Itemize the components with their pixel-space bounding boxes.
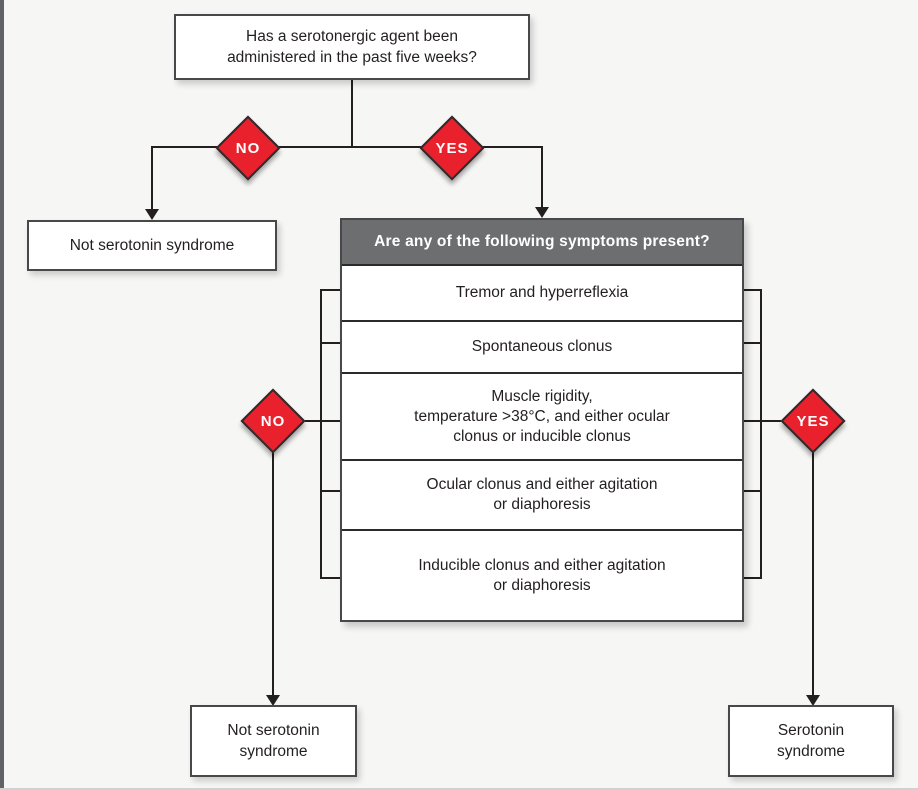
- decision-diamond-no-symptoms: NO: [239, 387, 307, 455]
- decision-diamond-yes-top: YES: [418, 114, 486, 182]
- arrowhead-down-icon: [266, 695, 280, 706]
- connector-no2-down: [272, 452, 274, 696]
- bracket-left-tick: [320, 289, 340, 291]
- bracket-left-tick: [320, 490, 340, 492]
- decision-label: YES: [435, 139, 469, 157]
- outcome-box-not-serotonin-syndrome: Not serotonin syndrome: [27, 220, 277, 271]
- symptom-row-muscle-rigidity: Muscle rigidity, temperature >38°C, and …: [342, 372, 742, 459]
- bracket-right-tick: [742, 289, 762, 291]
- outcome-box-not-serotonin-syndrome-2: Not serotonin syndrome: [190, 705, 357, 777]
- bracket-right-tick: [742, 342, 762, 344]
- question-box-serotonergic-agent: Has a serotonergic agent been administer…: [174, 14, 530, 80]
- connector-top-stem: [351, 79, 353, 148]
- connector-yes2-down: [812, 452, 814, 696]
- bracket-left-tick: [320, 342, 340, 344]
- connector-branch-horizontal: [151, 146, 543, 148]
- symptom-panel: Are any of the following symptoms presen…: [340, 218, 744, 622]
- arrowhead-down-icon: [535, 207, 549, 218]
- connector-no-down: [151, 146, 153, 210]
- bracket-left-tick: [320, 577, 340, 579]
- page-edge-stripe: [0, 0, 4, 788]
- arrowhead-down-icon: [145, 209, 159, 220]
- decision-diamond-yes-symptoms: YES: [779, 387, 847, 455]
- bracket-right-tick: [742, 490, 762, 492]
- bracket-left-vertical: [320, 289, 322, 579]
- symptom-row-ocular-clonus: Ocular clonus and either agitation or di…: [342, 459, 742, 529]
- decision-label: NO: [260, 412, 286, 430]
- decision-diamond-no-top: NO: [214, 114, 282, 182]
- connector-yes-down: [541, 146, 543, 208]
- bracket-left-diamond-connector: [305, 420, 340, 422]
- symptom-row-tremor-hyperreflexia: Tremor and hyperreflexia: [342, 264, 742, 320]
- bracket-right-tick: [742, 577, 762, 579]
- outcome-box-serotonin-syndrome: Serotonin syndrome: [728, 705, 894, 777]
- bracket-right-vertical: [760, 289, 762, 579]
- decision-label: YES: [796, 412, 830, 430]
- symptom-row-inducible-clonus: Inducible clonus and either agitation or…: [342, 529, 742, 620]
- arrowhead-down-icon: [806, 695, 820, 706]
- decision-label: NO: [235, 139, 261, 157]
- bracket-right-diamond-connector: [742, 420, 781, 422]
- symptom-row-spontaneous-clonus: Spontaneous clonus: [342, 320, 742, 372]
- symptom-panel-header: Are any of the following symptoms presen…: [342, 220, 742, 264]
